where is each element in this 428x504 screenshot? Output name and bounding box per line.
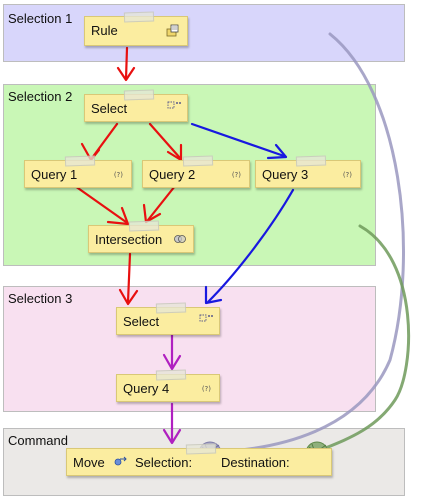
section-selection-1: Selection 1 — [3, 4, 405, 62]
query-4-label: Query 4 — [123, 381, 170, 396]
query-3-label: Query 3 — [262, 167, 309, 182]
destination-slot-label[interactable]: Destination: — [221, 455, 290, 470]
section-label: Selection 3 — [8, 291, 73, 306]
move-icon — [114, 456, 127, 466]
select-node-2[interactable]: Select — [116, 302, 220, 335]
select-label: Select — [91, 101, 128, 116]
unknown-badge: (?) — [231, 171, 241, 179]
selection-icon — [167, 101, 181, 109]
section-label: Selection 2 — [8, 89, 73, 104]
query-3-node[interactable]: Query 3 (?) — [255, 155, 361, 188]
rule-node[interactable]: Rule — [84, 11, 188, 46]
destination-wire — [316, 224, 411, 453]
section-label: Command — [8, 433, 68, 448]
select-node-1[interactable]: Select — [84, 89, 188, 122]
query-2-node[interactable]: Query 2 (?) — [142, 155, 250, 188]
selection-icon — [199, 314, 213, 322]
section-label: Selection 1 — [8, 11, 73, 26]
query-2-label: Query 2 — [149, 167, 196, 182]
query-1-node[interactable]: Query 1 (?) — [24, 155, 132, 188]
intersection-node[interactable]: Intersection — [88, 220, 194, 253]
selection-slot-label[interactable]: Selection: — [135, 455, 193, 470]
move-command-node[interactable]: Move Selection: Destination: — [66, 443, 332, 476]
rule-label: Rule — [91, 23, 118, 38]
intersection-label: Intersection — [95, 232, 163, 247]
move-label: Move — [73, 455, 105, 470]
query-1-label: Query 1 — [31, 167, 78, 182]
unknown-badge: (?) — [113, 171, 123, 179]
blue-arrows — [190, 122, 295, 305]
unknown-badge: (?) — [201, 385, 211, 393]
purple-arrows — [162, 333, 182, 445]
intersection-icon — [174, 235, 186, 243]
query-4-node[interactable]: Query 4 (?) — [116, 369, 220, 402]
rule-icon — [166, 24, 179, 37]
unknown-badge: (?) — [342, 171, 352, 179]
selection-wire — [208, 32, 405, 454]
select-label: Select — [123, 314, 160, 329]
